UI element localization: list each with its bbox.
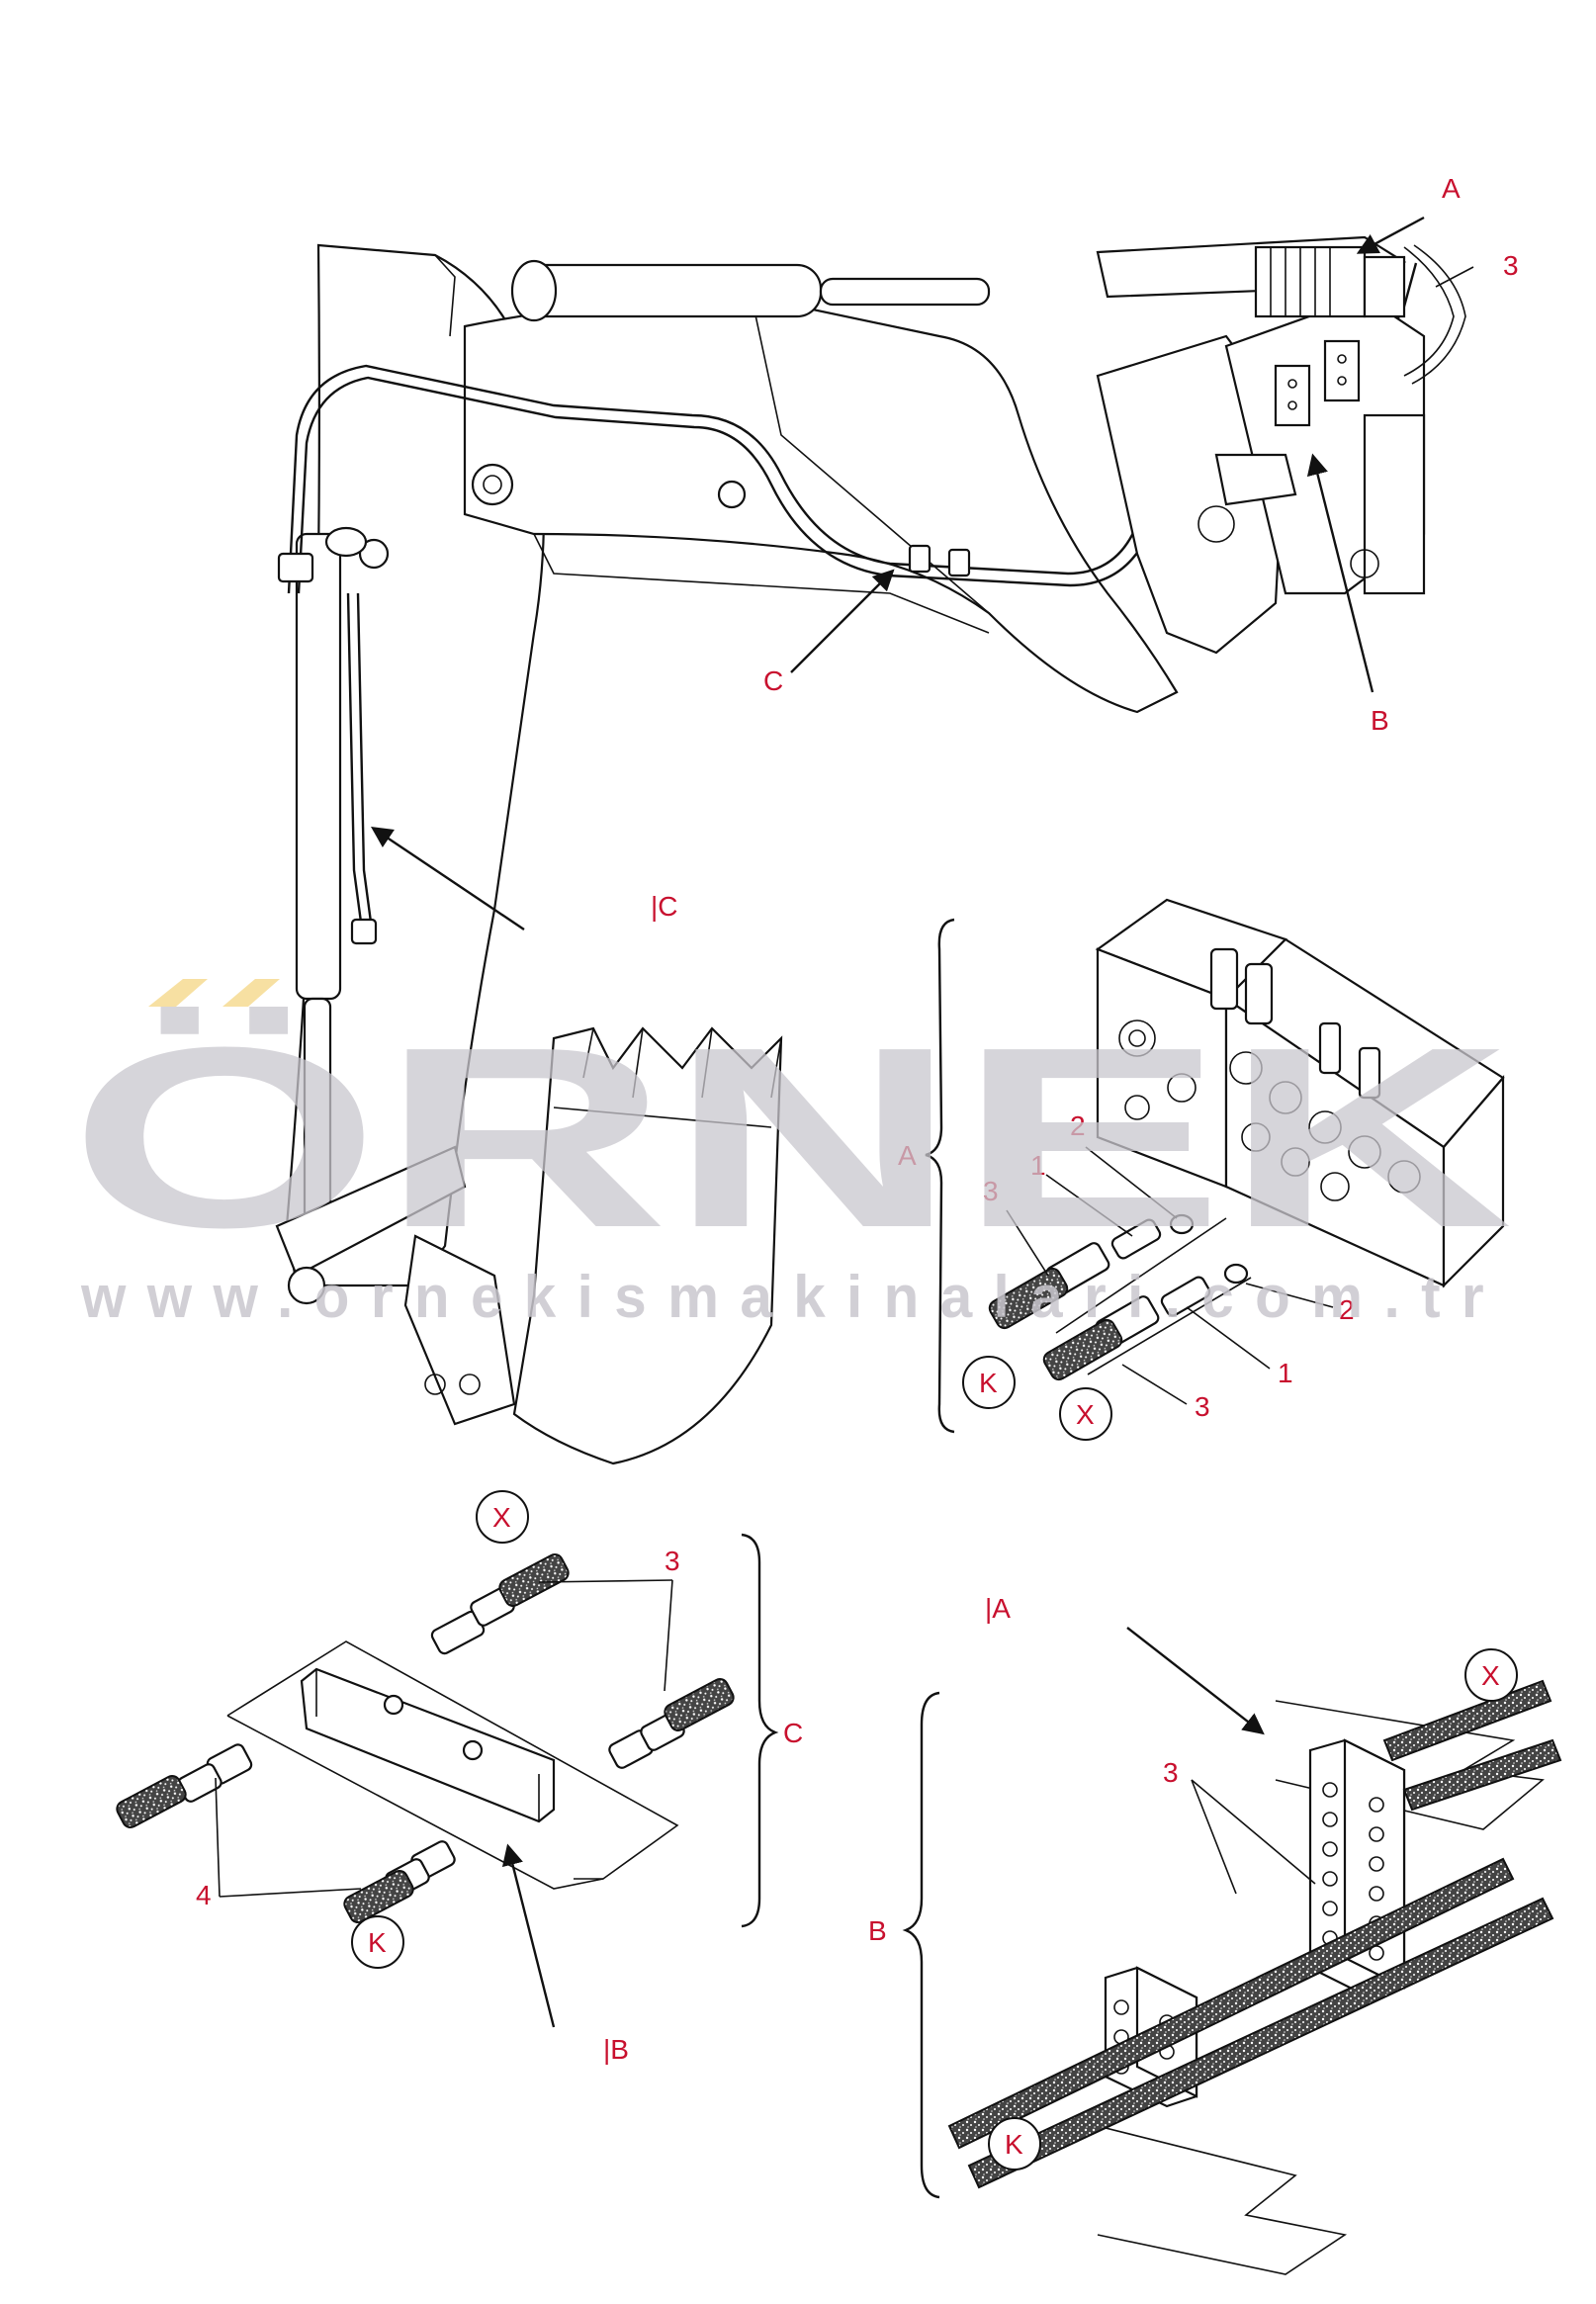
brace-C [741,1533,779,1928]
fitting-set-upper [988,1213,1227,1334]
fitting-set-lower [1042,1263,1252,1381]
label-main-C: C [763,665,783,696]
label-detA-K: K [979,1368,998,1398]
hose-pair [947,1679,1562,2189]
label-ref-B: |B [603,2034,629,2065]
label-detC-brace: C [783,1718,803,1748]
fitting-left [116,1743,253,1828]
label-detA-brace: A [898,1140,917,1171]
pivot-pin [717,480,747,509]
label-detA-3a: 3 [983,1176,999,1206]
label-detA-3b: 3 [1195,1391,1210,1422]
detail-C [116,1490,779,2028]
brace-A [925,918,955,1434]
pivot-pin [358,538,390,570]
label-detB-X: X [1481,1660,1500,1691]
pivot-pin [471,463,514,506]
swing-frame [1096,295,1426,655]
fitting-K-lower [343,1840,456,1923]
bucket-cylinder [295,526,368,1238]
label-detB-3: 3 [1163,1757,1179,1788]
label-detB-brace: B [868,1915,887,1946]
label-detC-3: 3 [665,1546,680,1576]
bucket [512,1026,783,1465]
label-detB-K: K [1005,2129,1023,2160]
watermark-url: www.ornekismakinalari.com.tr [80,1264,1505,1330]
label-detA-2a: 2 [1070,1110,1086,1141]
label-detA-1b: 1 [1278,1358,1293,1388]
label-detA-X: X [1076,1399,1095,1430]
hose-clamp-plates [1274,339,1361,427]
label-main-B: B [1371,705,1389,736]
detail-B [902,1627,1562,2275]
label-detA-1a: 1 [1030,1150,1046,1181]
label-ref-A: |A [985,1593,1011,1624]
label-ref-C: |C [651,891,678,922]
label-detA-2b: 2 [1339,1294,1355,1325]
brace-B [902,1691,940,2199]
watermark-accent [148,979,280,1007]
label-detC-4: 4 [196,1880,212,1910]
detail-A [925,898,1505,1441]
label-detC-K: K [368,1927,387,1958]
watermark-brand: ÖRNEK [69,995,1513,1282]
label-detC-X: X [492,1502,511,1533]
label-main-3: 3 [1503,250,1519,281]
control-valve-block [1096,235,1466,385]
bucket-linkage [275,1145,516,1426]
backhoe-main-view [275,216,1474,1465]
label-main-A: A [1442,173,1461,204]
watermark: ÖRNEK www.ornekismakinalari.com.tr [69,979,1513,1330]
boom [463,295,1179,714]
boom-cylinder [510,259,991,322]
fitting-right [608,1678,735,1769]
fitting-X-upper [430,1553,570,1655]
